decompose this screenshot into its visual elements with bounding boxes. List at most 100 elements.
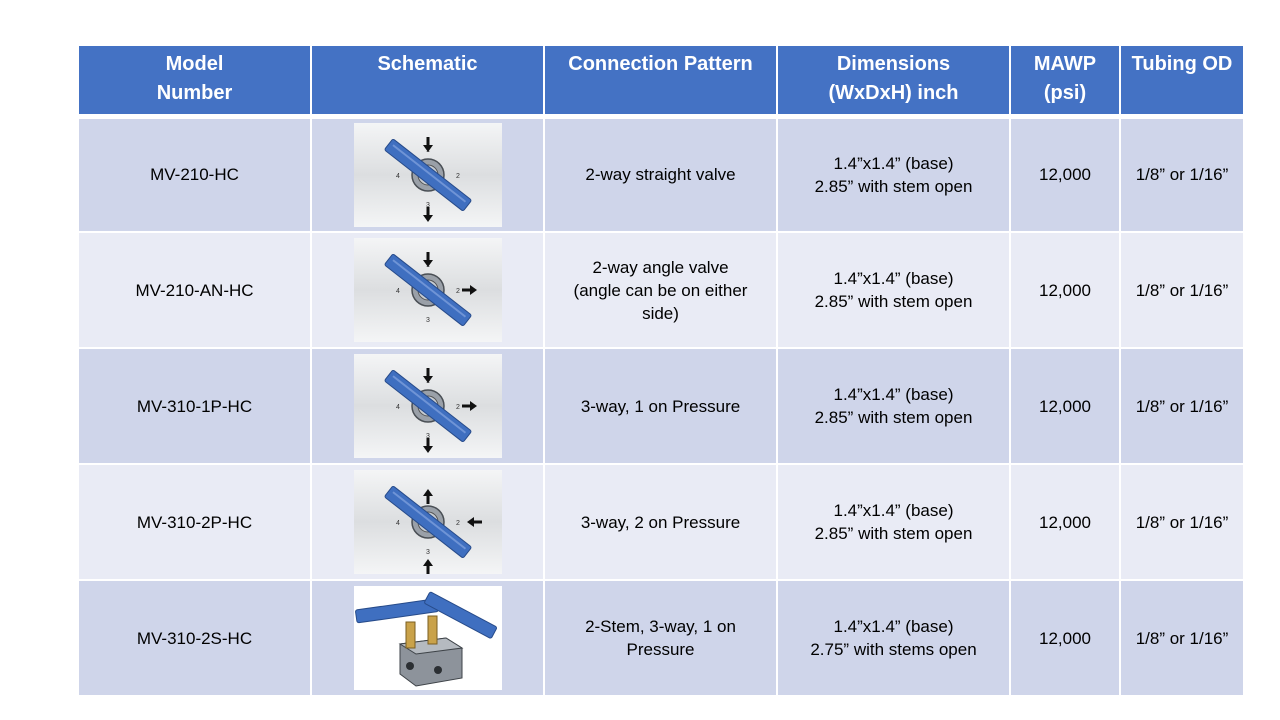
header-row: Model Number Schematic Connection Patter… — [77, 44, 1245, 117]
header-connection-label: Connection Pattern — [568, 53, 753, 75]
port-label: 2 — [456, 173, 460, 180]
dimensions-stem: 2.75” with stems open — [810, 640, 977, 659]
port-label: 4 — [396, 520, 400, 527]
port-label: 4 — [396, 173, 400, 180]
dimensions-cell: 1.4”x1.4” (base) 2.85” with stem open — [776, 113, 1011, 233]
flow-arrow-icon — [422, 559, 433, 574]
mawp-cell: 12,000 — [1009, 463, 1121, 581]
dimensions-cell: 1.4”x1.4” (base) 2.75” with stems open — [776, 579, 1011, 697]
mawp-cell: 12,000 — [1009, 579, 1121, 697]
dimensions-base: 1.4”x1.4” (base) — [833, 501, 954, 520]
model-number: MV-310-2P-HC — [136, 512, 253, 532]
connection-line: 2-way straight valve — [585, 165, 736, 185]
mawp-cell: 12,000 — [1009, 347, 1121, 465]
table-row: MV-310-2P-HC 1234 3-way, 2 on Pressure 1… — [77, 463, 1245, 581]
model-number-cell: MV-310-2P-HC — [77, 463, 312, 581]
tubing-od-value: 1/8” or 1/16” — [1135, 628, 1229, 648]
dimensions-stem: 2.85” with stem open — [814, 292, 973, 311]
connection-line: Pressure — [626, 640, 695, 659]
dimensions-stem: 2.85” with stem open — [814, 524, 973, 543]
tubing-od-cell: 1/8” or 1/16” — [1119, 113, 1245, 233]
port-label: 3 — [426, 433, 430, 440]
model-number: MV-310-2S-HC — [136, 628, 253, 648]
port-label: 3 — [426, 202, 430, 209]
valve-handle-icon — [384, 370, 471, 442]
header-mawp: MAWP (psi) — [1009, 44, 1121, 117]
port-label: 2 — [456, 520, 460, 527]
flow-arrow-icon — [422, 368, 433, 383]
port-label: 4 — [396, 404, 400, 411]
flow-arrow-icon — [422, 438, 433, 453]
mawp-value: 12,000 — [1039, 280, 1091, 300]
header-dimensions-line2: (WxDxH) inch — [828, 82, 959, 104]
connection-pattern-cell: 3-way, 1 on Pressure — [543, 347, 778, 465]
mawp-value: 12,000 — [1039, 165, 1091, 185]
connection-line: (angle can be on either — [573, 280, 748, 300]
model-number: MV-210-HC — [150, 165, 239, 185]
dimensions-base: 1.4”x1.4” (base) — [833, 385, 954, 404]
dimensions-cell: 1.4”x1.4” (base) 2.85” with stem open — [776, 347, 1011, 465]
mawp-value: 12,000 — [1039, 512, 1091, 532]
table-row: MV-210-HC 1234 2-way straight valve 1.4”… — [77, 113, 1245, 233]
valve-2way-straight-icon: 1234 — [353, 122, 502, 227]
table-row: MV-310-2S-HC 2-Stem, 3-way, 1 on Pressur… — [77, 579, 1245, 697]
flow-arrow-icon — [422, 136, 433, 152]
dimensions-stem: 2.85” with stem open — [814, 408, 973, 427]
header-mawp-line1: MAWP — [1033, 53, 1097, 75]
mawp-value: 12,000 — [1039, 628, 1091, 648]
model-number-cell: MV-210-AN-HC — [77, 231, 312, 349]
flow-arrow-icon — [422, 489, 433, 504]
header-model-line1: Model — [165, 53, 224, 75]
flow-arrow-icon — [466, 517, 482, 527]
flow-arrow-icon — [461, 401, 477, 411]
valve-2stem-3d-icon — [353, 586, 502, 690]
port-label: 4 — [396, 288, 400, 295]
dimensions-base: 1.4”x1.4” (base) — [833, 269, 954, 288]
model-number-cell: MV-210-HC — [77, 113, 312, 233]
dimensions-cell: 1.4”x1.4” (base) 2.85” with stem open — [776, 463, 1011, 581]
header-model-line2: Number — [156, 82, 233, 104]
valve-3way-2p-icon: 1234 — [353, 470, 502, 574]
flow-arrow-icon — [422, 206, 433, 222]
model-number: MV-210-AN-HC — [135, 280, 254, 300]
port-label: 2 — [456, 288, 460, 295]
flow-arrow-icon — [422, 252, 433, 267]
schematic-cell: 1234 — [310, 347, 545, 465]
valve-handle-icon — [423, 591, 497, 639]
valve-handle-icon — [384, 138, 471, 211]
connection-line: side) — [642, 303, 679, 323]
valve-handle-icon — [384, 254, 471, 326]
header-tubing-od: Tubing OD — [1119, 44, 1245, 117]
valve-3way-1p-icon: 1234 — [353, 354, 502, 458]
valve-handle-icon — [384, 486, 471, 558]
connection-line: 2-Stem, 3-way, 1 on — [585, 617, 736, 636]
dimensions-cell: 1.4”x1.4” (base) 2.85” with stem open — [776, 231, 1011, 349]
header-connection-pattern: Connection Pattern — [543, 44, 778, 117]
mawp-value: 12,000 — [1039, 396, 1091, 416]
schematic-cell — [310, 579, 545, 697]
tubing-od-cell: 1/8” or 1/16” — [1119, 347, 1245, 465]
table-row: MV-310-1P-HC 1234 3-way, 1 on Pressure 1… — [77, 347, 1245, 465]
tubing-od-value: 1/8” or 1/16” — [1135, 396, 1229, 416]
dimensions-base: 1.4”x1.4” (base) — [833, 153, 954, 173]
header-dimensions-line1: Dimensions — [836, 53, 951, 75]
connection-pattern-cell: 2-way straight valve — [543, 113, 778, 233]
port-label: 2 — [456, 404, 460, 411]
tubing-od-cell: 1/8” or 1/16” — [1119, 231, 1245, 349]
dimensions-stem: 2.85” with stem open — [814, 176, 973, 196]
port-label: 3 — [426, 549, 430, 556]
header-dimensions: Dimensions (WxDxH) inch — [776, 44, 1011, 117]
header-schematic-label: Schematic — [377, 53, 478, 75]
header-schematic: Schematic — [310, 44, 545, 117]
tubing-od-cell: 1/8” or 1/16” — [1119, 579, 1245, 697]
header-mawp-line2: (psi) — [1043, 82, 1087, 104]
model-number-cell: MV-310-2S-HC — [77, 579, 312, 697]
model-number-cell: MV-310-1P-HC — [77, 347, 312, 465]
tubing-od-value: 1/8” or 1/16” — [1135, 512, 1229, 532]
table-row: MV-210-AN-HC 1234 2-way angle valve (ang… — [77, 231, 1245, 349]
mawp-cell: 12,000 — [1009, 231, 1121, 349]
connection-pattern-cell: 3-way, 2 on Pressure — [543, 463, 778, 581]
header-tubing-label: Tubing OD — [1131, 53, 1233, 75]
port-label: 3 — [426, 317, 430, 324]
connection-line: 2-way angle valve — [592, 257, 729, 277]
